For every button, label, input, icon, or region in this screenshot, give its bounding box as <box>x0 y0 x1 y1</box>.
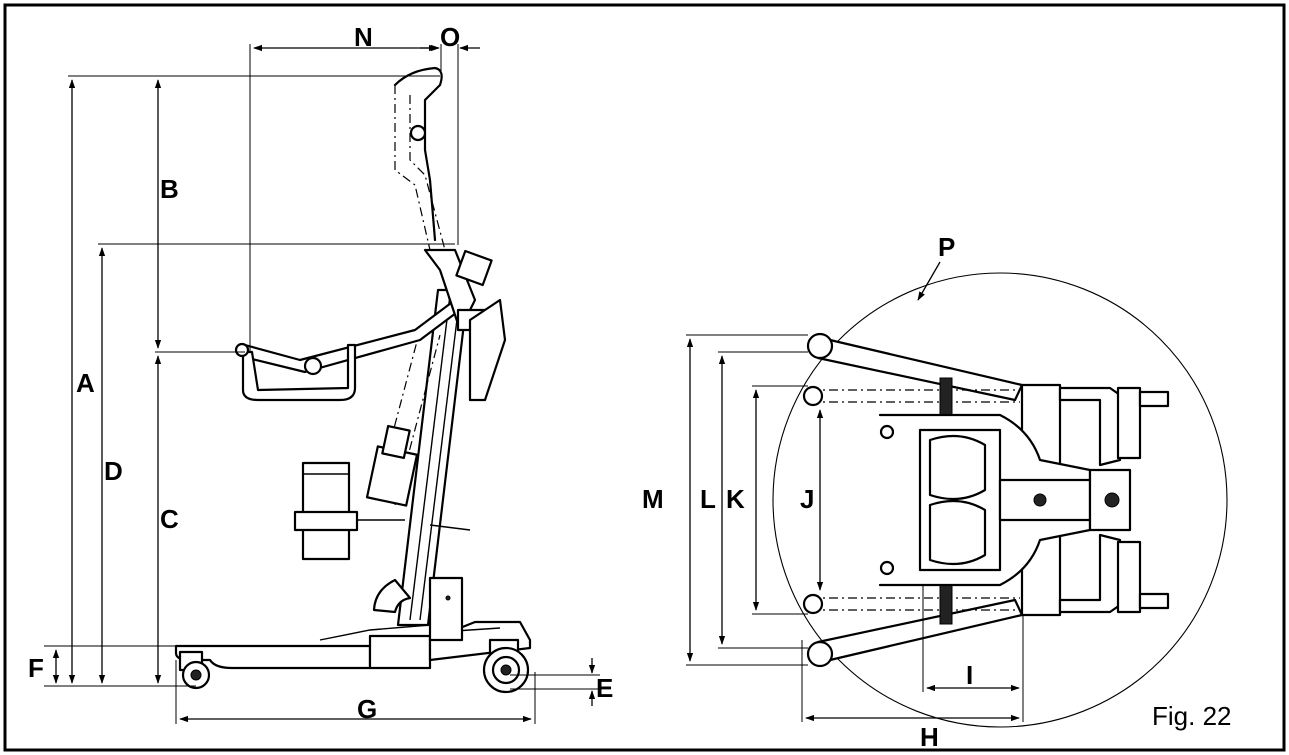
turning-circle <box>772 272 1228 728</box>
label-A: A <box>76 368 95 398</box>
base-legs <box>802 332 1024 668</box>
dimension-B: B <box>154 79 245 353</box>
dimension-E: E <box>510 658 613 706</box>
central-body <box>878 383 1132 617</box>
handle <box>393 66 507 402</box>
side-view: A B D C F <box>28 22 613 724</box>
figure-caption: Fig. 22 <box>1152 701 1232 731</box>
front-caster-wheel <box>178 650 211 690</box>
dimension-G: G <box>175 660 536 724</box>
dimension-J: J <box>800 409 824 591</box>
dimension-K: K <box>726 385 808 615</box>
dimension-M: M <box>642 334 808 666</box>
label-I: I <box>966 660 973 690</box>
dimension-A: A <box>68 75 440 684</box>
label-P: P <box>938 232 955 262</box>
label-N: N <box>354 22 373 52</box>
label-F: F <box>28 653 44 683</box>
figure-frame <box>3 3 1286 752</box>
label-H: H <box>920 722 939 752</box>
dimension-F: F <box>28 645 180 684</box>
dimension-I: I <box>922 585 1024 722</box>
dimension-O: O <box>420 22 480 245</box>
label-G: G <box>357 694 377 724</box>
label-M: M <box>642 484 664 514</box>
dimension-P: P <box>917 232 955 301</box>
mast <box>372 288 470 642</box>
label-E: E <box>596 673 613 703</box>
actuator <box>365 329 441 507</box>
dimension-H: H <box>801 640 1020 752</box>
label-J: J <box>800 484 814 514</box>
dimension-L: L <box>700 351 808 649</box>
dimension-D: D <box>98 243 455 684</box>
rear-handles <box>1058 386 1170 614</box>
label-L: L <box>700 484 716 514</box>
label-C: C <box>160 504 179 534</box>
base-chassis <box>174 620 532 670</box>
dimension-N: N <box>249 22 442 352</box>
label-D: D <box>104 456 123 486</box>
dimension-C: C <box>154 355 179 684</box>
top-view: P <box>642 232 1232 752</box>
label-O: O <box>440 22 460 52</box>
knee-pad <box>293 461 471 561</box>
label-K: K <box>726 484 745 514</box>
rear-caster-wheel <box>482 638 530 694</box>
label-B: B <box>160 174 179 204</box>
